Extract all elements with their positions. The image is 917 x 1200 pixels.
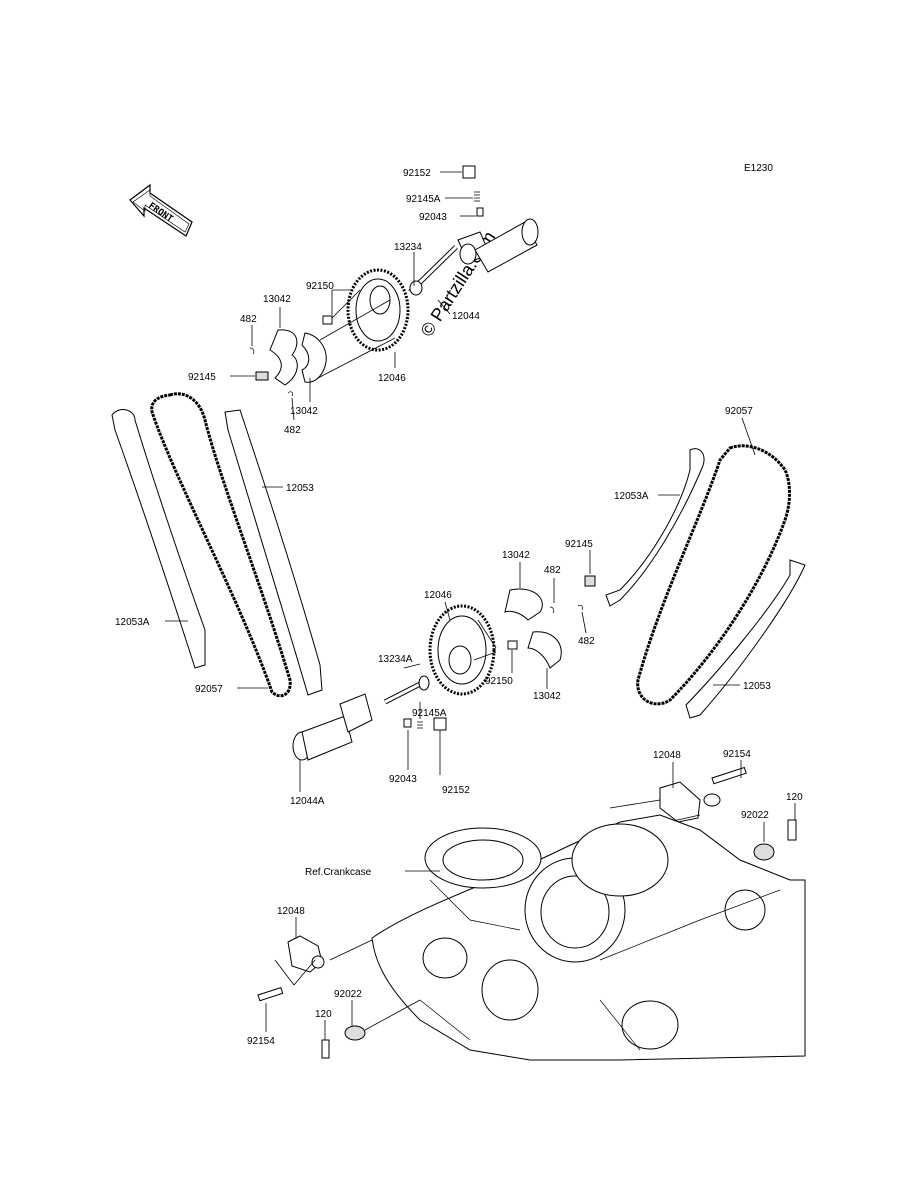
label-92022-right: 92022 [741,810,769,821]
part-120-right[interactable] [787,819,797,841]
crankcase [371,814,806,1061]
label-482-mid-b: 482 [578,636,595,647]
right-chain-group [605,444,806,719]
label-120-right: 120 [786,792,803,803]
part-92022-left[interactable] [344,1025,366,1041]
label-13234: 13234 [394,242,422,253]
label-92043-mid: 92043 [389,774,417,785]
label-92057-right: 92057 [725,406,753,417]
part-13042-mid-b[interactable] [527,631,562,669]
label-92145A-mid: 92145A [412,708,447,719]
left-tensioner [257,935,366,1059]
label-92152-mid: 92152 [442,785,470,796]
part-92154-right[interactable] [711,766,747,785]
label-12053A-right: 12053A [614,491,649,502]
part-92043-mid[interactable] [403,718,412,728]
top-camshaft-assembly [249,165,539,397]
label-12048-right: 12048 [653,750,681,761]
part-482-mid-a[interactable] [549,606,555,614]
label-92057-left: 92057 [195,684,223,695]
label-13042-mid-a: 13042 [502,550,530,561]
label-12048-left: 12048 [277,906,305,917]
label-92154-left: 92154 [247,1036,275,1047]
label-12053-right: 12053 [743,681,771,692]
part-12048-left[interactable] [287,935,325,973]
label-482-top-b: 482 [284,425,301,436]
part-12044A[interactable] [292,693,373,761]
part-12046-top[interactable] [346,268,410,352]
front-arrow-icon: FRONT [129,183,193,237]
part-13234[interactable] [408,245,458,296]
part-12048-right[interactable] [659,781,721,823]
label-92043-top: 92043 [419,212,447,223]
label-13042-mid-b: 13042 [533,691,561,702]
part-482-top-a[interactable] [249,347,255,355]
label-12044A: 12044A [290,796,325,807]
label-92154-right: 92154 [723,749,751,760]
part-13234A[interactable] [383,675,430,705]
label-13042-top-a: 13042 [263,294,291,305]
left-chain-group [111,392,323,698]
label-12046-top: 12046 [378,373,406,384]
part-12053-right[interactable] [685,559,806,719]
part-482-mid-b[interactable] [577,605,583,611]
label-92145-right: 92145 [565,539,593,550]
label-12053-left: 12053 [286,483,314,494]
part-13042-mid-a[interactable] [504,588,543,621]
label-482-mid-a: 482 [544,565,561,576]
part-92150-top[interactable] [322,315,333,325]
part-12044[interactable] [457,218,539,273]
part-92154-left[interactable] [257,986,284,1002]
part-12053A-left[interactable] [111,409,206,669]
right-tensioner [659,766,797,861]
part-92152-top[interactable] [462,165,476,179]
label-12053A-left: 12053A [115,617,150,628]
part-13042-top-a[interactable] [269,329,298,386]
part-92145-right[interactable] [584,575,596,587]
label-92145A-top: 92145A [406,194,441,205]
part-92145A-mid[interactable] [417,721,423,729]
part-120-left[interactable] [321,1039,330,1059]
label-92145-top: 92145 [188,372,216,383]
label-92150-mid: 92150 [485,676,513,687]
label-12046-mid: 12046 [424,590,452,601]
part-12046-mid[interactable] [428,604,496,696]
part-92057-right[interactable] [636,444,791,706]
part-92022-right[interactable] [753,843,775,861]
part-92145-top[interactable] [255,371,269,381]
part-92057-left[interactable] [150,392,292,698]
part-12053A-right[interactable] [605,448,705,607]
part-482-top-b[interactable] [287,391,293,397]
label-120-left: 120 [315,1009,332,1020]
label-482-top-a: 482 [240,314,257,325]
part-12053-left[interactable] [224,409,323,696]
diagram-code: E1230 [744,163,773,174]
part-92152-mid[interactable] [433,717,447,731]
label-13042-top-b: 13042 [290,406,318,417]
label-92022-left: 92022 [334,989,362,1000]
part-13042-top-b[interactable] [301,332,327,383]
label-12044: 12044 [452,311,480,322]
label-ref-crankcase: Ref.Crankcase [305,867,372,878]
part-92150-mid[interactable] [507,640,518,650]
part-92043-top[interactable] [476,207,484,217]
label-13234A: 13234A [378,654,413,665]
label-92152-top: 92152 [403,168,431,179]
part-92145A-top[interactable] [474,191,480,202]
middle-camshaft-assembly [292,575,596,761]
label-92150-top: 92150 [306,281,334,292]
